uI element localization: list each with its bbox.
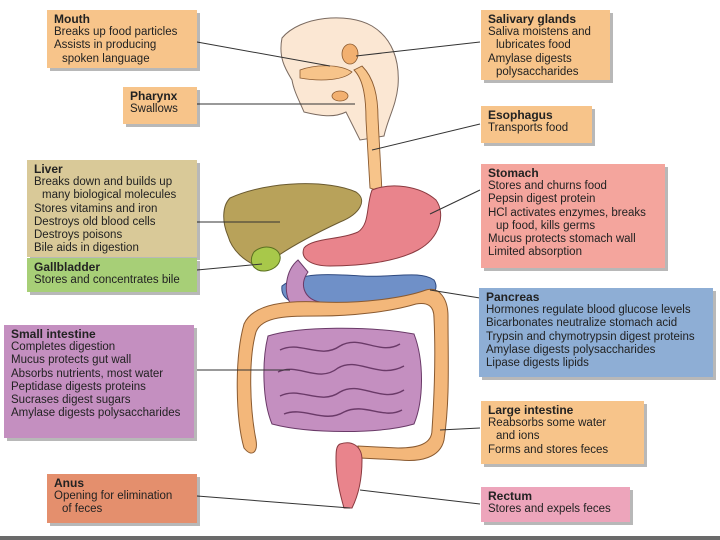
- anus-line: of feces: [62, 503, 103, 516]
- salivary-glands-title: Salivary glands: [488, 12, 577, 26]
- small-intestine-line: Absorbs nutrients, most water: [11, 367, 164, 380]
- leader-lines: [196, 41, 481, 509]
- liver-line: many biological molecules: [42, 189, 177, 202]
- mouth-line: spoken language: [62, 52, 150, 65]
- pharynx-title: Pharynx: [130, 89, 178, 103]
- small-intestine-line: Peptidase digests proteins: [11, 380, 146, 393]
- salivary-glands-line: lubricates food: [496, 39, 571, 52]
- pancreas-line: Bicarbonates neutralize stomach acid: [486, 317, 678, 330]
- mouth-title: Mouth: [54, 12, 90, 26]
- rectum-title: Rectum: [488, 489, 533, 503]
- anus-box: Anus Opening for elimination of feces: [47, 474, 197, 523]
- gallbladder-box: Gallbladder Stores and concentrates bile: [27, 258, 197, 292]
- pancreas-line: Hormones regulate blood glucose levels: [486, 304, 691, 317]
- pancreas-line: Trypsin and chymotrypsin digest proteins: [486, 330, 695, 343]
- esophagus-title: Esophagus: [488, 108, 553, 122]
- liver-line: Destroys poisons: [34, 229, 123, 242]
- small-intestine-line: Mucus protects gut wall: [11, 354, 132, 367]
- small-intestine-box: Small intestine Completes digestion Mucu…: [4, 325, 194, 438]
- large-intestine-box: Large intestine Reabsorbs some water and…: [481, 401, 644, 464]
- stomach-line: HCl activates enzymes, breaks: [488, 206, 646, 219]
- stomach-line: Pepsin digest protein: [488, 193, 596, 206]
- salivary-glands-line: Saliva moistens and: [488, 26, 591, 39]
- pancreas-line: Amylase digests polysaccharides: [486, 343, 656, 356]
- gallbladder-line: Stores and concentrates bile: [34, 274, 180, 287]
- salivary-glands-box: Salivary glands Saliva moistens and lubr…: [481, 10, 610, 80]
- large-intestine-line: and ions: [496, 430, 540, 443]
- liver-line: Stores vitamins and iron: [34, 202, 158, 215]
- liver-line: Destroys old blood cells: [34, 215, 156, 228]
- small-intestine-line: Amylase digests polysaccharides: [11, 407, 181, 420]
- small-intestine: [263, 327, 422, 432]
- stomach-box: Stomach Stores and churns food Pepsin di…: [481, 164, 665, 268]
- mouth-line: Breaks up food particles: [54, 26, 178, 39]
- pharynx-box: Pharynx Swallows: [123, 87, 197, 124]
- salivary-gland: [331, 90, 349, 102]
- liver-title: Liver: [34, 162, 63, 176]
- pancreas-line: Lipase digests lipids: [486, 357, 589, 370]
- gallbladder-title: Gallbladder: [34, 260, 101, 274]
- large-intestine: [236, 288, 449, 461]
- rectum: [335, 442, 363, 509]
- salivary-gland: [341, 43, 359, 65]
- esophagus-line: Transports food: [488, 122, 569, 135]
- mouth-line: Assists in producing: [54, 39, 157, 52]
- large-intestine-title: Large intestine: [488, 403, 574, 417]
- mouth-box: Mouth Breaks up food particles Assists i…: [47, 10, 197, 68]
- gallbladder: [250, 246, 281, 272]
- small-intestine-title: Small intestine: [11, 327, 96, 341]
- pancreas-box: Pancreas Hormones regulate blood glucose…: [479, 288, 713, 377]
- salivary-glands-line: Amylase digests: [488, 52, 572, 65]
- large-intestine-line: Reabsorbs some water: [488, 417, 607, 430]
- pancreas-title: Pancreas: [486, 290, 540, 304]
- anus-title: Anus: [54, 476, 84, 490]
- small-intestine-folds: [277, 341, 405, 417]
- stomach-line: up food, kills germs: [496, 219, 596, 232]
- esophagus-box: Esophagus Transports food: [481, 106, 592, 143]
- liver-box: Liver Breaks down and builds up many bio…: [27, 160, 197, 257]
- pharynx-line: Swallows: [130, 103, 178, 116]
- small-intestine-line: Completes digestion: [11, 341, 116, 354]
- stomach-line: Limited absorption: [488, 246, 582, 259]
- stomach-title: Stomach: [488, 166, 539, 180]
- salivary-glands-line: polysaccharides: [496, 65, 579, 78]
- rectum-box: Rectum Stores and expels feces: [481, 487, 630, 522]
- large-intestine-line: Forms and stores feces: [488, 443, 609, 456]
- rectum-line: Stores and expels feces: [488, 503, 611, 516]
- bottom-bar: [0, 536, 720, 540]
- anus-line: Opening for elimination: [54, 490, 173, 503]
- liver-line: Bile aids in digestion: [34, 242, 139, 255]
- liver: [223, 183, 362, 269]
- mouth-cavity: [299, 65, 353, 81]
- liver-line: Breaks down and builds up: [34, 176, 173, 189]
- stomach: [302, 185, 442, 267]
- head-silhouette: [280, 17, 399, 141]
- small-intestine-line: Sucrases digest sugars: [11, 394, 131, 407]
- stomach-line: Stores and churns food: [488, 180, 607, 193]
- stomach-line: Mucus protects stomach wall: [488, 233, 636, 246]
